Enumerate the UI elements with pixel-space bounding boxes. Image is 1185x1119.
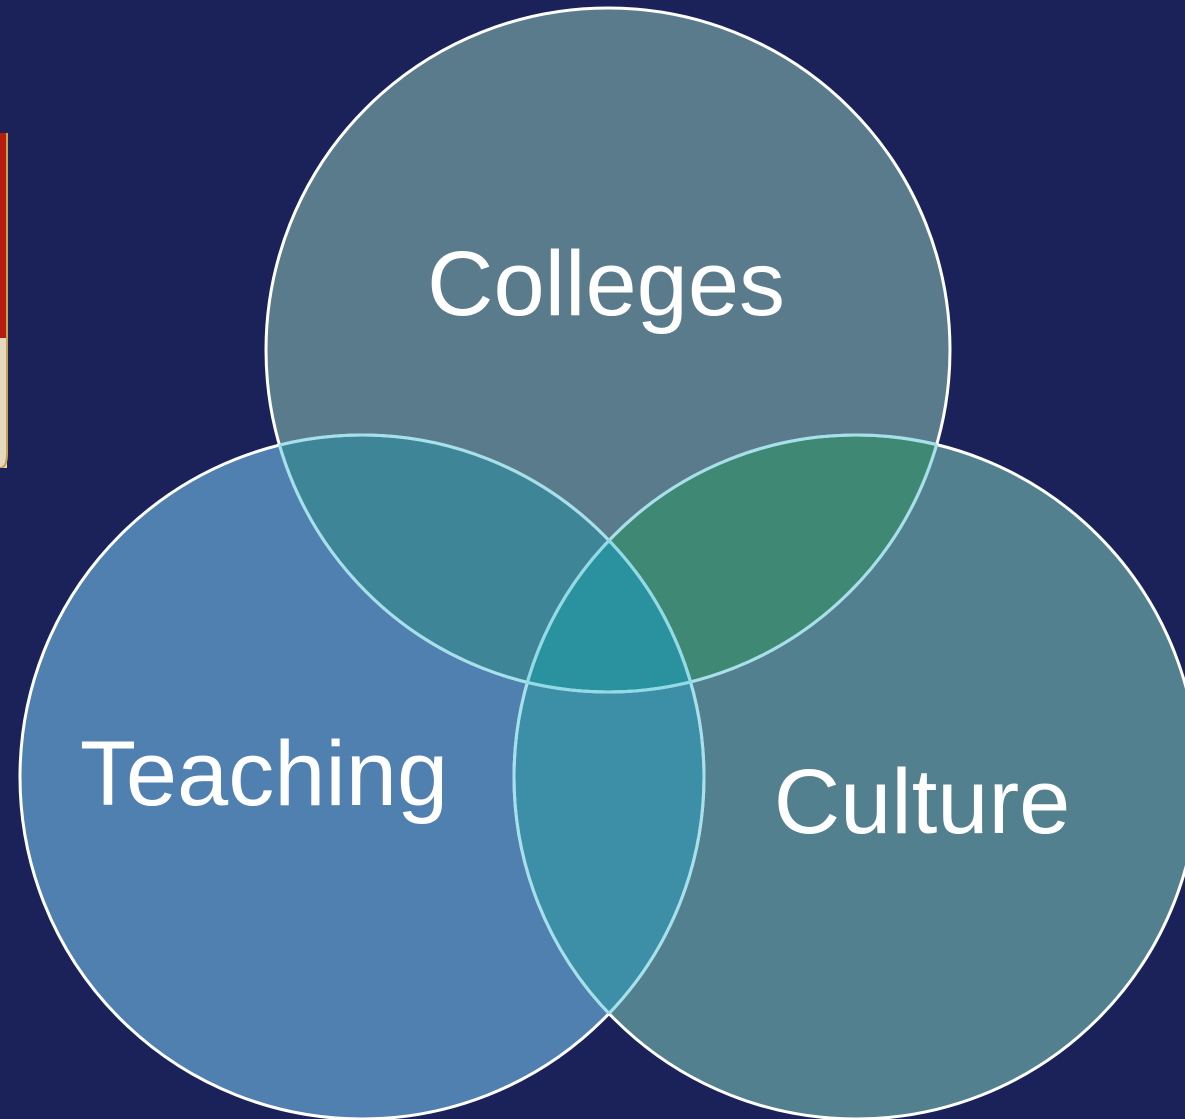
colleges-label: Colleges bbox=[427, 233, 785, 335]
colleges-culture-overlap bbox=[514, 435, 950, 692]
culture-label: Culture bbox=[774, 751, 1071, 853]
teaching-label: Teaching bbox=[80, 723, 448, 825]
crest-logo-fragment bbox=[0, 133, 8, 468]
colleges-teaching-overlap bbox=[266, 435, 704, 692]
